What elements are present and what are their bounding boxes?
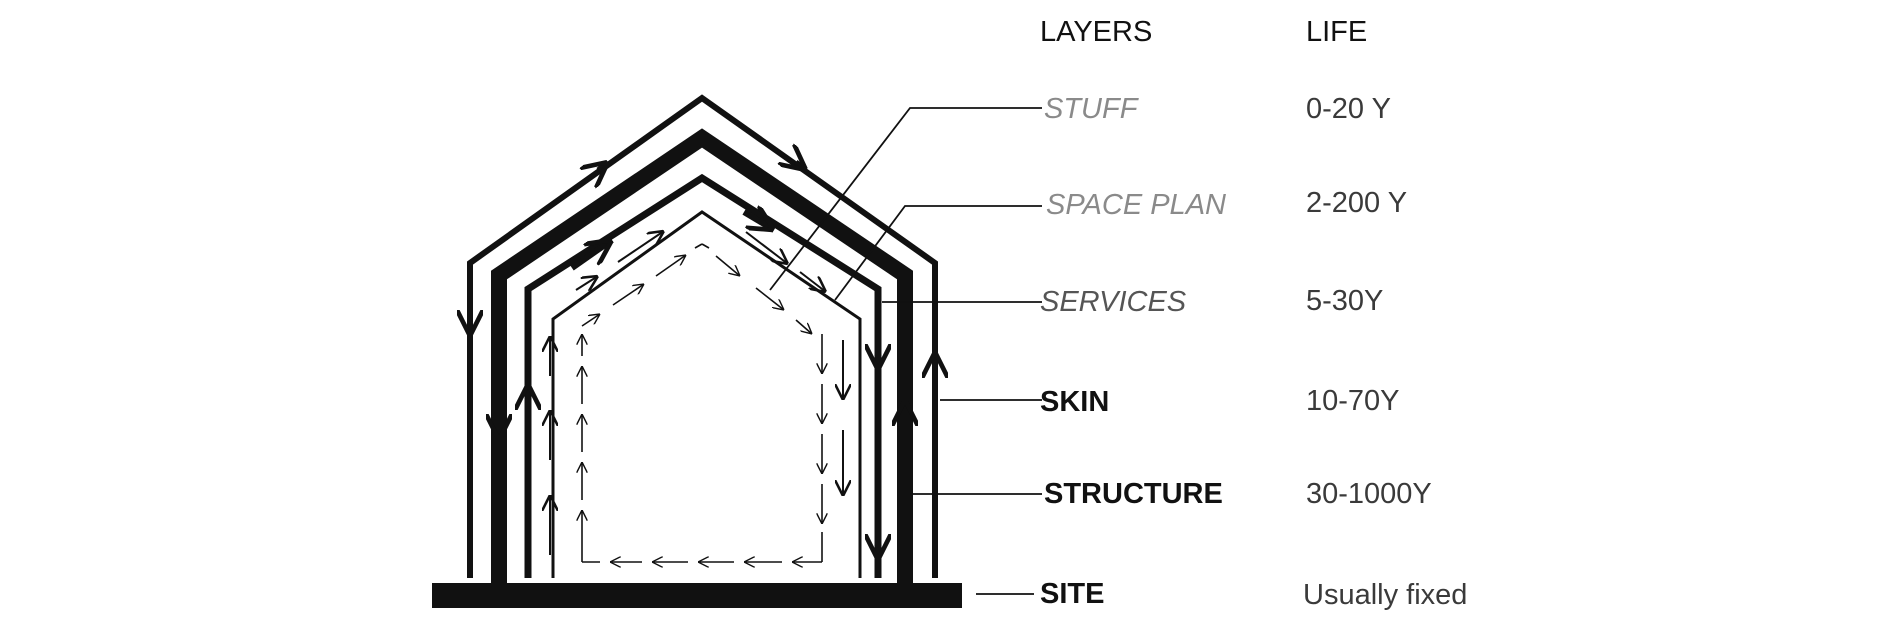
life-value-stuff: 0-20 Y bbox=[1306, 93, 1391, 125]
outer-house-outline bbox=[467, 94, 938, 578]
layer-label-space-plan: SPACE PLAN bbox=[1046, 189, 1226, 221]
life-value-structure: 30-1000Y bbox=[1306, 478, 1432, 510]
layer-label-structure: STRUCTURE bbox=[1044, 478, 1223, 510]
space-plan-arrow-loop bbox=[550, 231, 843, 555]
layer-label-site: SITE bbox=[1040, 578, 1105, 610]
life-header: LIFE bbox=[1306, 16, 1368, 48]
layer-label-services: SERVICES bbox=[1040, 286, 1187, 318]
life-value-site: Usually fixed bbox=[1303, 579, 1468, 611]
life-value-services: 5-30Y bbox=[1306, 285, 1384, 317]
structure-outline bbox=[491, 128, 913, 586]
leader-lines bbox=[769, 107, 1042, 595]
layer-label-stuff: STUFF bbox=[1044, 93, 1138, 125]
skin-outline bbox=[524, 173, 882, 578]
services-outline bbox=[551, 210, 862, 578]
layer-label-skin: SKIN bbox=[1040, 386, 1110, 418]
layers-header: LAYERS bbox=[1040, 16, 1153, 48]
life-value-skin: 10-70Y bbox=[1306, 385, 1400, 417]
site-slab bbox=[432, 583, 962, 608]
life-value-space-plan: 2-200 Y bbox=[1306, 187, 1408, 219]
layer-flow-arrows bbox=[470, 162, 935, 560]
stuff-arrow-loop bbox=[582, 243, 822, 562]
